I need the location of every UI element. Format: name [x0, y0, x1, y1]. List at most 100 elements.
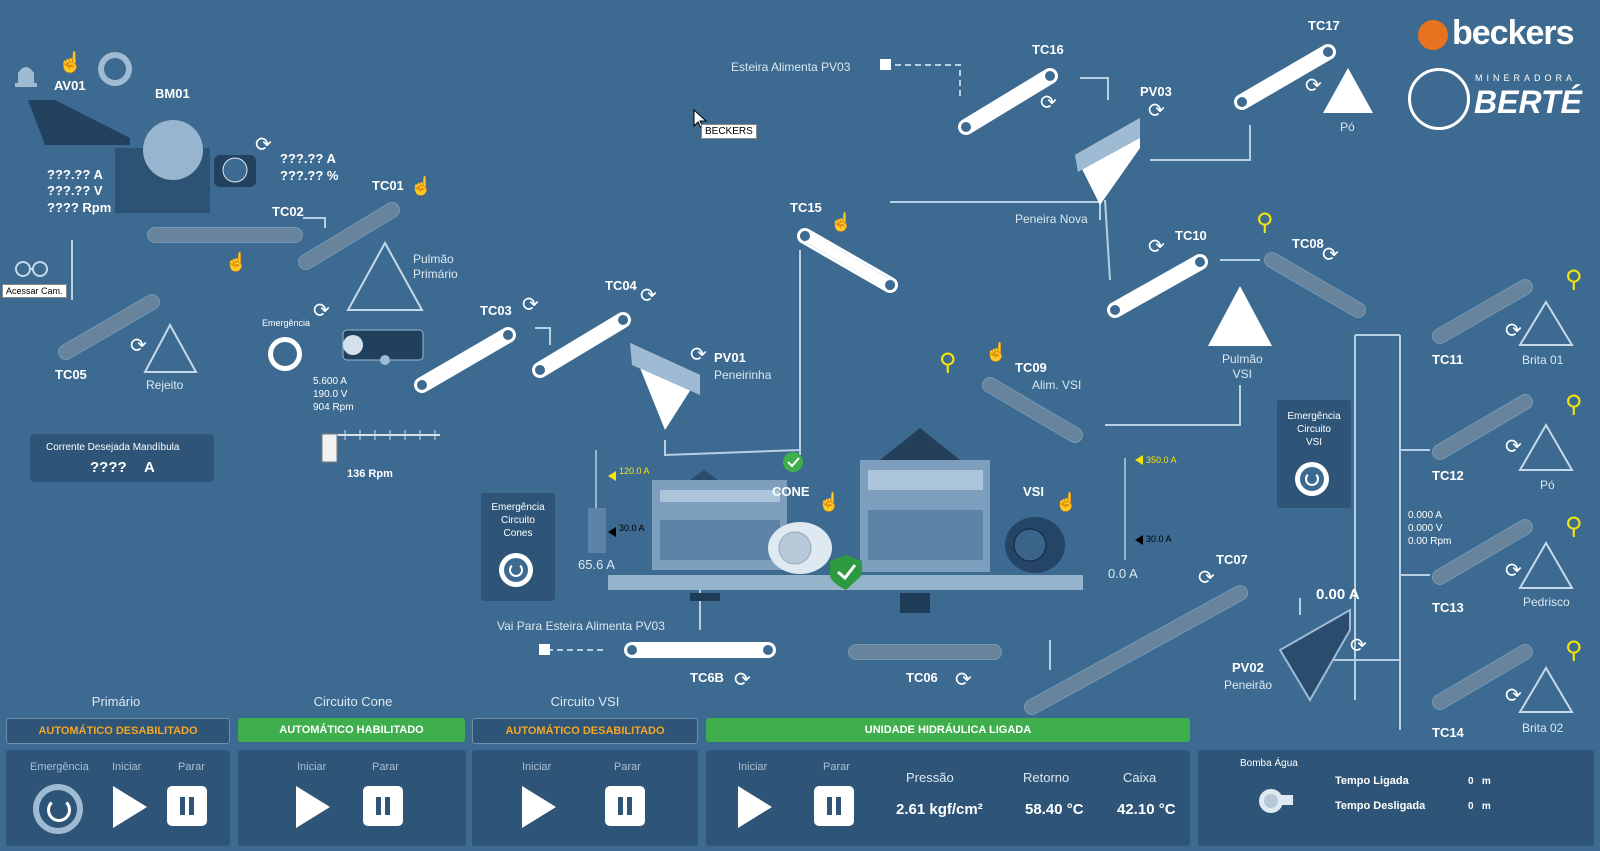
label-tc16: TC16: [1032, 42, 1064, 57]
emergency-primary-small-button[interactable]: [268, 337, 302, 371]
hidraulica-start-button[interactable]: [738, 786, 772, 828]
cone-title: Circuito Cone: [313, 694, 393, 709]
vsi-setpoint-low[interactable]: 30.0 A: [1146, 534, 1172, 544]
mandibula-value: ????: [90, 459, 127, 476]
key-icon[interactable]: ⚲: [1256, 209, 1274, 236]
conveyor-tc17: [1234, 44, 1336, 110]
rpm-slider-control[interactable]: [316, 425, 446, 465]
rpm-slider: [321, 430, 440, 463]
camera-glasses-icon[interactable]: [14, 256, 50, 278]
water-pump-icon[interactable]: [1257, 785, 1295, 817]
rotate-icon[interactable]: ⟳: [734, 669, 751, 691]
alarm-siren-icon[interactable]: [12, 55, 40, 87]
rotate-icon[interactable]: ⟳: [1505, 560, 1522, 582]
tempo-desligada-value: 0 m: [1468, 801, 1491, 812]
av01-reset-icon[interactable]: [98, 52, 132, 86]
primario-emergency-button[interactable]: [33, 784, 83, 834]
rotate-icon[interactable]: ⟳: [255, 134, 272, 156]
hidraulica-stop-button[interactable]: [814, 786, 854, 826]
label-av01: AV01: [54, 78, 86, 93]
label-tc10: TC10: [1175, 228, 1207, 243]
status-ok-icons: [783, 452, 862, 590]
hand-pointer-icon[interactable]: ☝: [58, 52, 83, 74]
emergency-cones-button[interactable]: [499, 553, 533, 587]
feed-marker-bottom: [539, 644, 550, 655]
label-peneirao: Peneirão: [1224, 678, 1273, 692]
label-pv03: PV03: [1140, 84, 1172, 99]
screens: [630, 118, 1351, 702]
mandibula-panel[interactable]: Corrente Desejada Mandíbula ???? A: [30, 434, 214, 482]
rotate-icon[interactable]: ⟳: [1148, 236, 1165, 258]
berte-logo-text: BERTÉ: [1474, 84, 1582, 120]
primario-mode-status[interactable]: AUTOMÁTICO DESABILITADO: [6, 718, 230, 744]
primario-stop-button[interactable]: [167, 786, 207, 826]
cone-crusher-assembly: [588, 428, 1083, 613]
rotate-icon[interactable]: ⟳: [1505, 436, 1522, 458]
rotate-icon[interactable]: ⟳: [1322, 244, 1339, 266]
label-tc05: TC05: [55, 367, 87, 382]
rotate-icon[interactable]: ⟳: [955, 669, 972, 691]
key-icon[interactable]: ⚲: [939, 349, 957, 376]
cone-parar-label: Parar: [372, 761, 399, 773]
bm01-motor-percent: ???.?? %: [280, 168, 339, 183]
vsi-panel: [472, 750, 698, 846]
vsi-iniciar-label: Iniciar: [522, 761, 552, 773]
label-tc04: TC04: [605, 278, 637, 293]
rotate-icon[interactable]: ⟳: [1350, 635, 1367, 657]
hand-pointer-icon[interactable]: ☝: [225, 252, 248, 272]
key-icon[interactable]: ⚲: [1565, 266, 1583, 293]
rotate-icon[interactable]: ⟳: [1505, 320, 1522, 342]
key-icon[interactable]: ⚲: [1565, 637, 1583, 664]
rotate-icon[interactable]: ⟳: [1198, 567, 1215, 589]
hand-pointer-icon[interactable]: ☝: [410, 176, 433, 196]
label-esteira-alimenta: Esteira Alimenta PV03: [731, 60, 851, 74]
rotate-icon[interactable]: ⟳: [522, 294, 539, 316]
conveyor-tc03: [414, 327, 516, 393]
label-tc07: TC07: [1216, 552, 1248, 567]
mandibula-unit: A: [144, 459, 155, 476]
rotate-icon[interactable]: ⟳: [640, 285, 657, 307]
label-po-top: Pó: [1340, 120, 1355, 134]
cone-start-button[interactable]: [296, 786, 330, 828]
rotate-icon[interactable]: ⟳: [1040, 92, 1057, 114]
cone-mode-status[interactable]: AUTOMÁTICO HABILITADO: [238, 718, 465, 742]
caixa-label: Caixa: [1123, 770, 1157, 785]
emergency-vsi-button[interactable]: [1295, 462, 1329, 496]
rotate-icon[interactable]: ⟳: [313, 300, 330, 322]
rotate-icon[interactable]: ⟳: [1305, 75, 1322, 97]
rotate-icon[interactable]: ⟳: [130, 335, 147, 357]
label-pedrisco: Pedrisco: [1523, 595, 1570, 609]
label-pulmao-vsi: Pulmão VSI: [1222, 352, 1263, 381]
rotate-icon[interactable]: ⟳: [690, 344, 707, 366]
feed-marker-top: [880, 59, 891, 70]
vsi-current: 0.0 A: [1108, 566, 1138, 581]
conveyors: [414, 44, 1336, 658]
conveyor-tc16: [958, 68, 1058, 135]
key-icon[interactable]: ⚲: [1565, 513, 1583, 540]
hand-pointer-icon[interactable]: ☝: [985, 342, 1008, 362]
label-tc11: TC11: [1432, 352, 1464, 367]
primario-start-button[interactable]: [113, 786, 147, 828]
cone-setpoint-low[interactable]: 30.0 A: [619, 523, 645, 533]
vsi-stop-button[interactable]: [605, 786, 645, 826]
vsi-setpoint-high[interactable]: 350.0 A: [1146, 455, 1177, 465]
hidraulica-panel: [706, 750, 1190, 846]
rotate-icon[interactable]: ⟳: [1505, 685, 1522, 707]
acessar-cam-tooltip[interactable]: Acessar Cam.: [2, 284, 67, 298]
piles: [143, 240, 1574, 713]
hand-pointer-icon[interactable]: ☝: [1055, 492, 1078, 512]
label-vsi: VSI: [1023, 484, 1044, 499]
cone-stop-button[interactable]: [363, 786, 403, 826]
label-peneirinha: Peneirinha: [714, 368, 772, 382]
label-tc01: TC01: [372, 178, 404, 193]
label-tc6b: TC6B: [690, 670, 724, 685]
key-icon[interactable]: ⚲: [1565, 391, 1583, 418]
hand-pointer-icon[interactable]: ☝: [818, 492, 841, 512]
hidraulica-parar-label: Parar: [823, 761, 850, 773]
vsi-start-button[interactable]: [522, 786, 556, 828]
primary-motor: [342, 329, 424, 365]
vsi-mode-status[interactable]: AUTOMÁTICO DESABILITADO: [472, 718, 698, 744]
cone-setpoint-high[interactable]: 120.0 A: [619, 466, 650, 476]
hand-pointer-icon[interactable]: ☝: [830, 212, 853, 232]
rotate-icon[interactable]: ⟳: [1148, 100, 1165, 122]
